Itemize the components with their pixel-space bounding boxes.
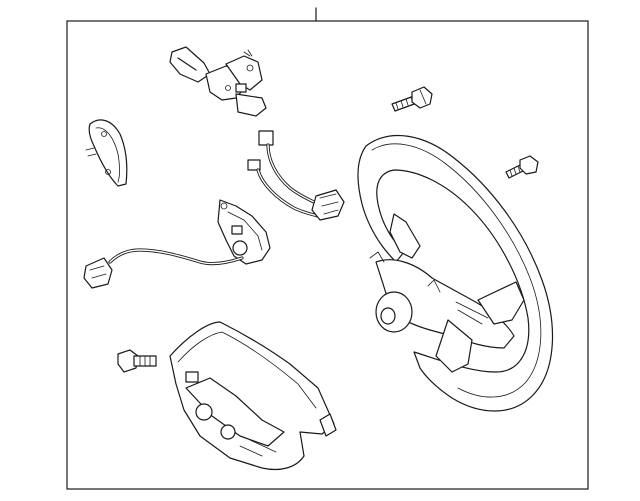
mounting-bolt-lower[interactable] xyxy=(117,349,157,373)
airbag-module[interactable] xyxy=(169,321,337,471)
steering-wheel[interactable] xyxy=(357,134,554,412)
switch-lever-module[interactable] xyxy=(169,46,267,117)
left-trim-cover[interactable] xyxy=(85,119,128,187)
clock-spring-switch[interactable] xyxy=(83,199,271,289)
wire-harness-connector[interactable] xyxy=(247,130,345,221)
mounting-bolt-upper[interactable] xyxy=(391,86,433,112)
mounting-bolt-right[interactable] xyxy=(505,155,539,179)
diagram-frame xyxy=(66,20,589,490)
